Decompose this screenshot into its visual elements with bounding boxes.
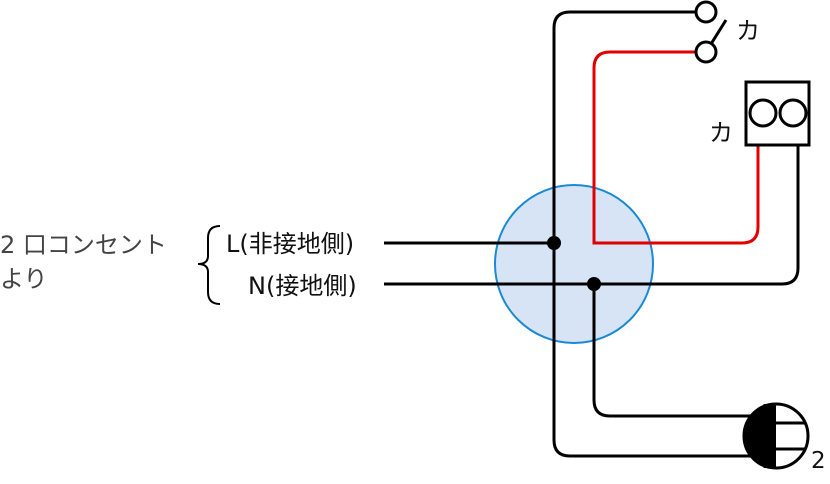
- neutral-wire-label: N(接地側): [248, 272, 357, 300]
- outlet-icon: [742, 402, 810, 470]
- neutral-wire: [384, 146, 800, 286]
- source-label-line1: 2 口コンセント: [0, 231, 167, 259]
- switch-icon: [694, 0, 728, 64]
- live-wire-label: L(非接地側): [226, 230, 355, 258]
- source-brace: [197, 225, 221, 305]
- outlet-count-label: 2: [811, 448, 826, 474]
- switched-wire-red: [592, 50, 760, 245]
- neutral-outlet-wire: [592, 284, 752, 418]
- switch-label: カ: [736, 17, 760, 45]
- live-junction-dot: [547, 236, 561, 250]
- ceiling-lamp-icon: [744, 80, 811, 147]
- source-label-line2: より: [0, 265, 48, 293]
- neutral-junction-dot: [587, 277, 601, 291]
- live-trunk-wire: [552, 10, 752, 458]
- lamp-label: カ: [709, 119, 733, 147]
- junction-box: [494, 184, 654, 344]
